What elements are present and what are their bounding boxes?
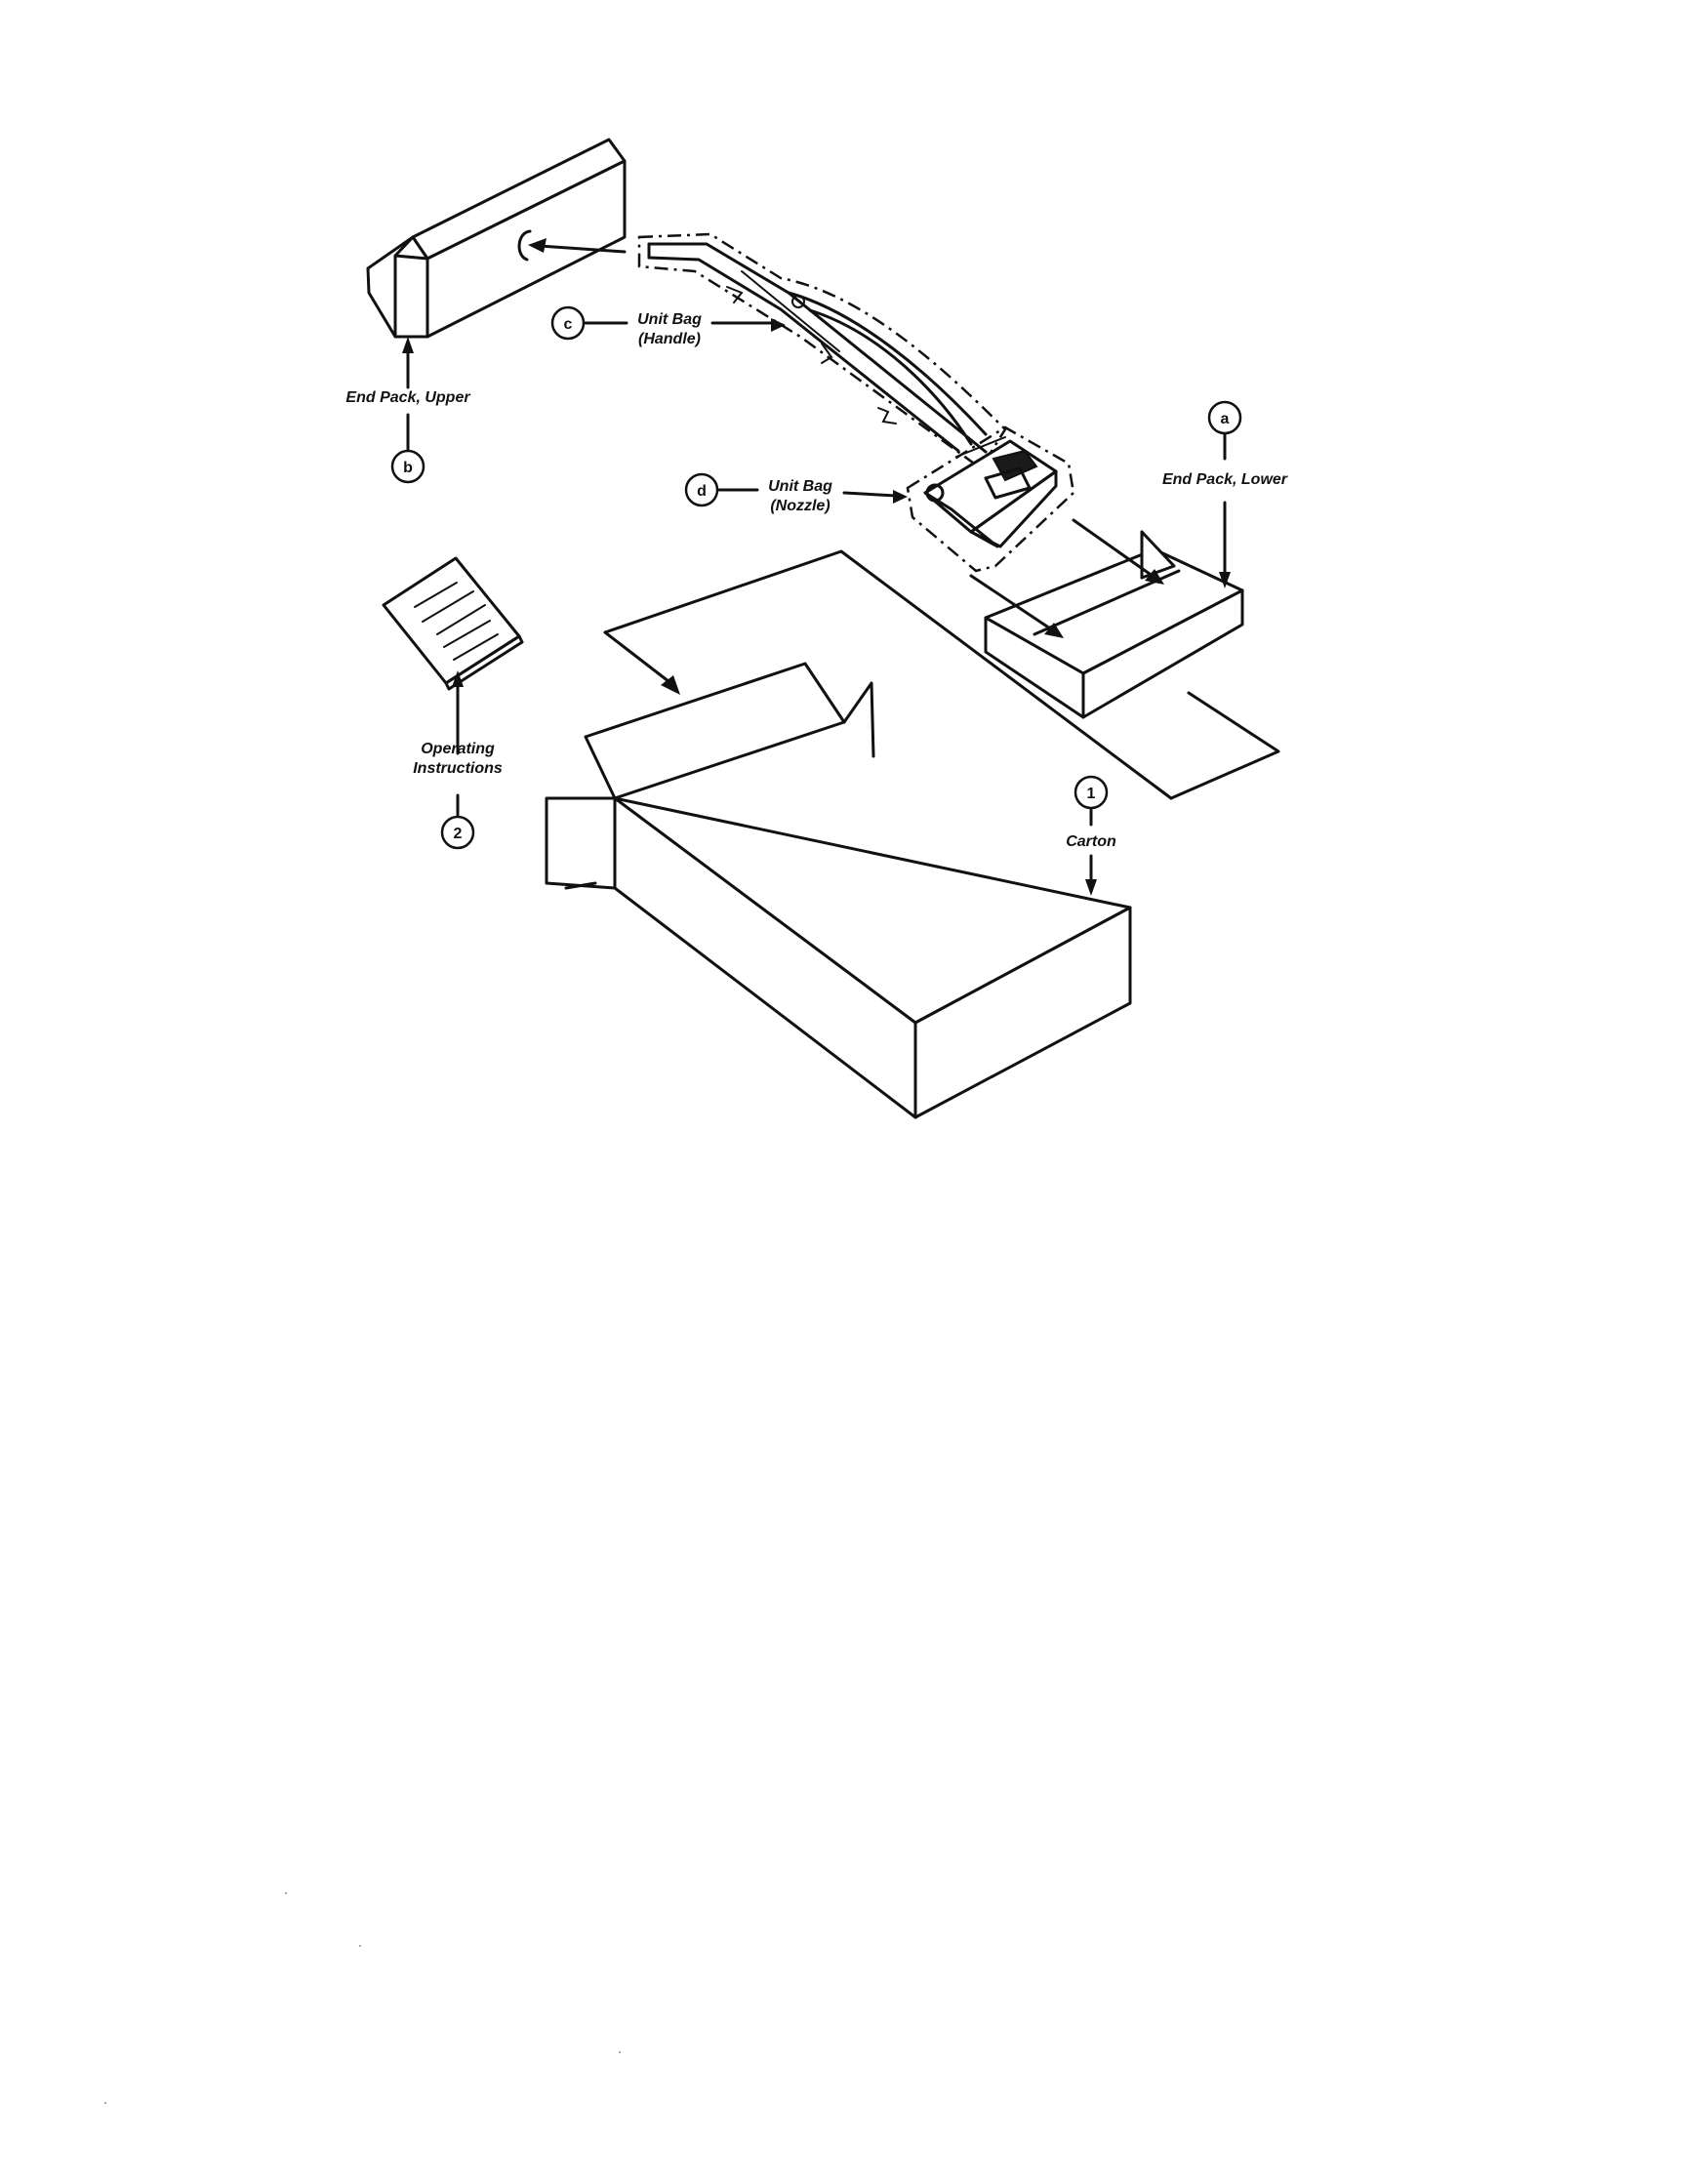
label-unit-bag-handle: Unit Bag [637, 311, 702, 328]
svg-text:c: c [564, 316, 573, 333]
callout-marker-1: 1 [1074, 775, 1109, 810]
end-pack-lower [984, 530, 1244, 719]
callout-marker-b: b [390, 449, 426, 484]
leader-lines [402, 318, 1231, 896]
label-end-pack-lower: End Pack, Lower [1162, 471, 1288, 488]
svg-text:1: 1 [1087, 786, 1096, 802]
label-carton: Carton [1066, 833, 1116, 850]
svg-text:d: d [697, 483, 707, 500]
callout-marker-a: a [1207, 400, 1242, 435]
label-unit-bag-nozzle: Unit Bag [768, 478, 832, 495]
label-operating-instructions: Instructions [413, 760, 503, 777]
callout-marker-2: 2 [440, 815, 475, 850]
svg-text:b: b [403, 460, 413, 476]
callout-marker-d: d [684, 472, 719, 507]
scan-specks [104, 1892, 621, 2104]
label-end-pack-upper: End Pack, Upper [345, 389, 470, 406]
operating-instructions-booklet [382, 556, 524, 691]
end-pack-upper [366, 138, 627, 339]
svg-text:a: a [1221, 411, 1230, 427]
unit-bag-handle-outline [637, 232, 1007, 470]
carton-flat-sheet [603, 549, 1280, 800]
callout-marker-c: c [550, 305, 586, 341]
vacuum-handle [647, 242, 988, 454]
handle-insert-arrow [528, 238, 627, 254]
vacuum-nozzle [923, 436, 1058, 548]
label-operating: Operating [421, 741, 495, 757]
label-unit-bag-handle-sub: (Handle) [638, 331, 701, 347]
label-unit-bag-nozzle-sub: (Nozzle) [770, 498, 830, 514]
svg-text:2: 2 [454, 826, 463, 842]
carton-box [545, 662, 1132, 1119]
nozzle-insert-arrows [969, 518, 1164, 638]
